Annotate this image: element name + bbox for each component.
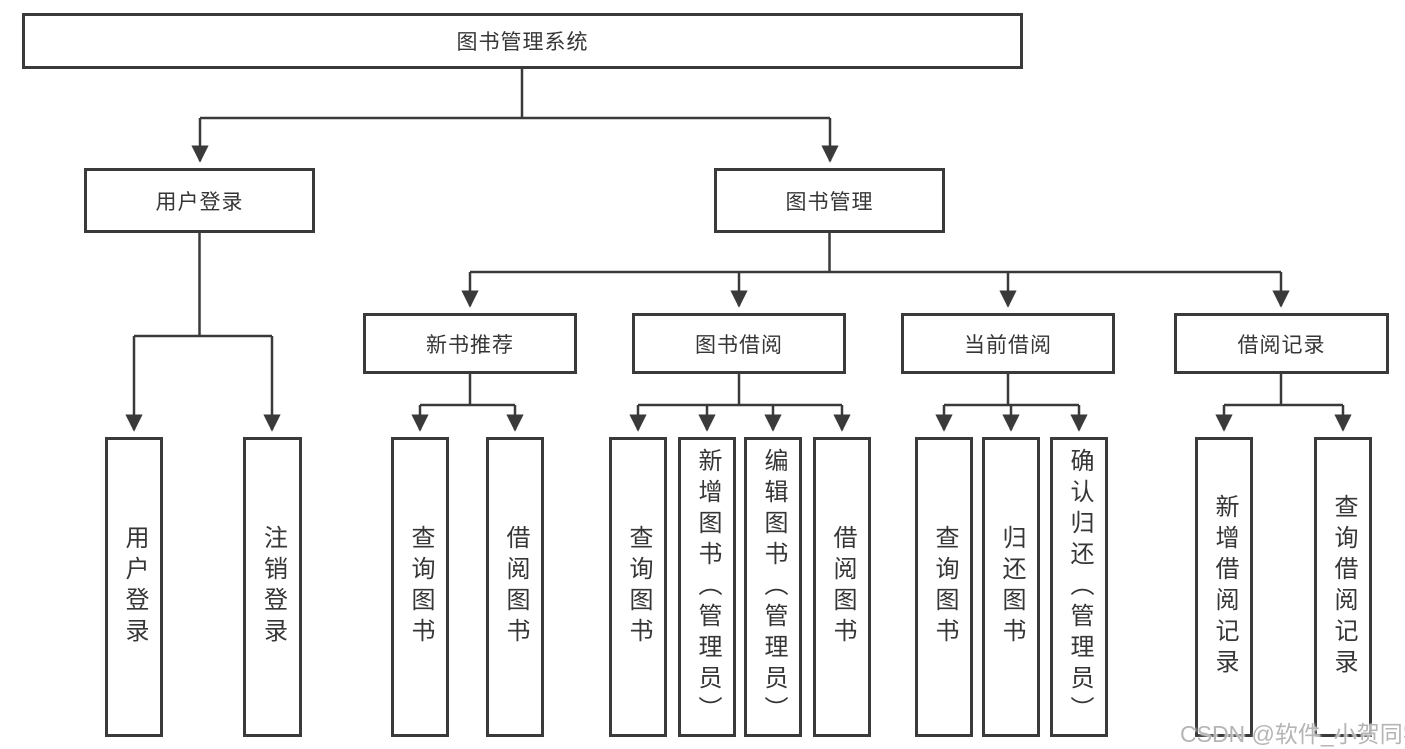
node-bb-borrow-books: 借阅图书 — [813, 437, 871, 737]
node-bb-edit-books-admin: 编辑图书（管理员） — [744, 437, 802, 737]
node-user-login: 用户登录 — [105, 437, 163, 737]
node-label: 确认归还（管理员） — [1066, 447, 1093, 727]
node-label: 用户登录 — [121, 525, 148, 649]
node-new-book-recommendation: 新书推荐 — [363, 313, 577, 374]
node-current-borrowing: 当前借阅 — [901, 313, 1115, 374]
node-label: 借阅图书 — [502, 525, 529, 649]
node-label: 查询图书 — [407, 525, 434, 649]
node-borrowing-records: 借阅记录 — [1174, 313, 1389, 374]
node-br-query-record: 查询借阅记录 — [1314, 437, 1372, 737]
csdn-watermark: CSDN @软件_小贺同学 — [1180, 721, 1405, 747]
node-cb-query-books: 查询图书 — [915, 437, 973, 737]
node-label: 新增图书（管理员） — [694, 447, 721, 727]
node-br-add-record: 新增借阅记录 — [1195, 437, 1253, 737]
node-label: 查询图书 — [931, 525, 958, 649]
node-label: 查询借阅记录 — [1330, 494, 1357, 680]
node-cb-return-books: 归还图书 — [982, 437, 1040, 737]
node-label: 借阅图书 — [829, 525, 856, 649]
node-bb-query-books: 查询图书 — [609, 437, 667, 737]
node-label: 新增借阅记录 — [1211, 494, 1238, 680]
node-label: 编辑图书（管理员） — [760, 447, 787, 727]
node-cb-confirm-return-admin: 确认归还（管理员） — [1050, 437, 1108, 737]
node-bb-add-books-admin: 新增图书（管理员） — [678, 437, 736, 737]
node-label: 查询图书 — [625, 525, 652, 649]
node-nbr-query-books: 查询图书 — [391, 437, 449, 737]
node-label: 归还图书 — [998, 525, 1025, 649]
node-library-system: 图书管理系统 — [22, 13, 1023, 69]
node-book-management: 图书管理 — [714, 168, 945, 233]
node-book-borrowing: 图书借阅 — [632, 313, 846, 374]
node-label: 注销登录 — [259, 525, 287, 649]
node-user-login-module: 用户登录 — [84, 168, 315, 233]
node-nbr-borrow-books: 借阅图书 — [486, 437, 544, 737]
node-logout: 注销登录 — [243, 437, 302, 737]
